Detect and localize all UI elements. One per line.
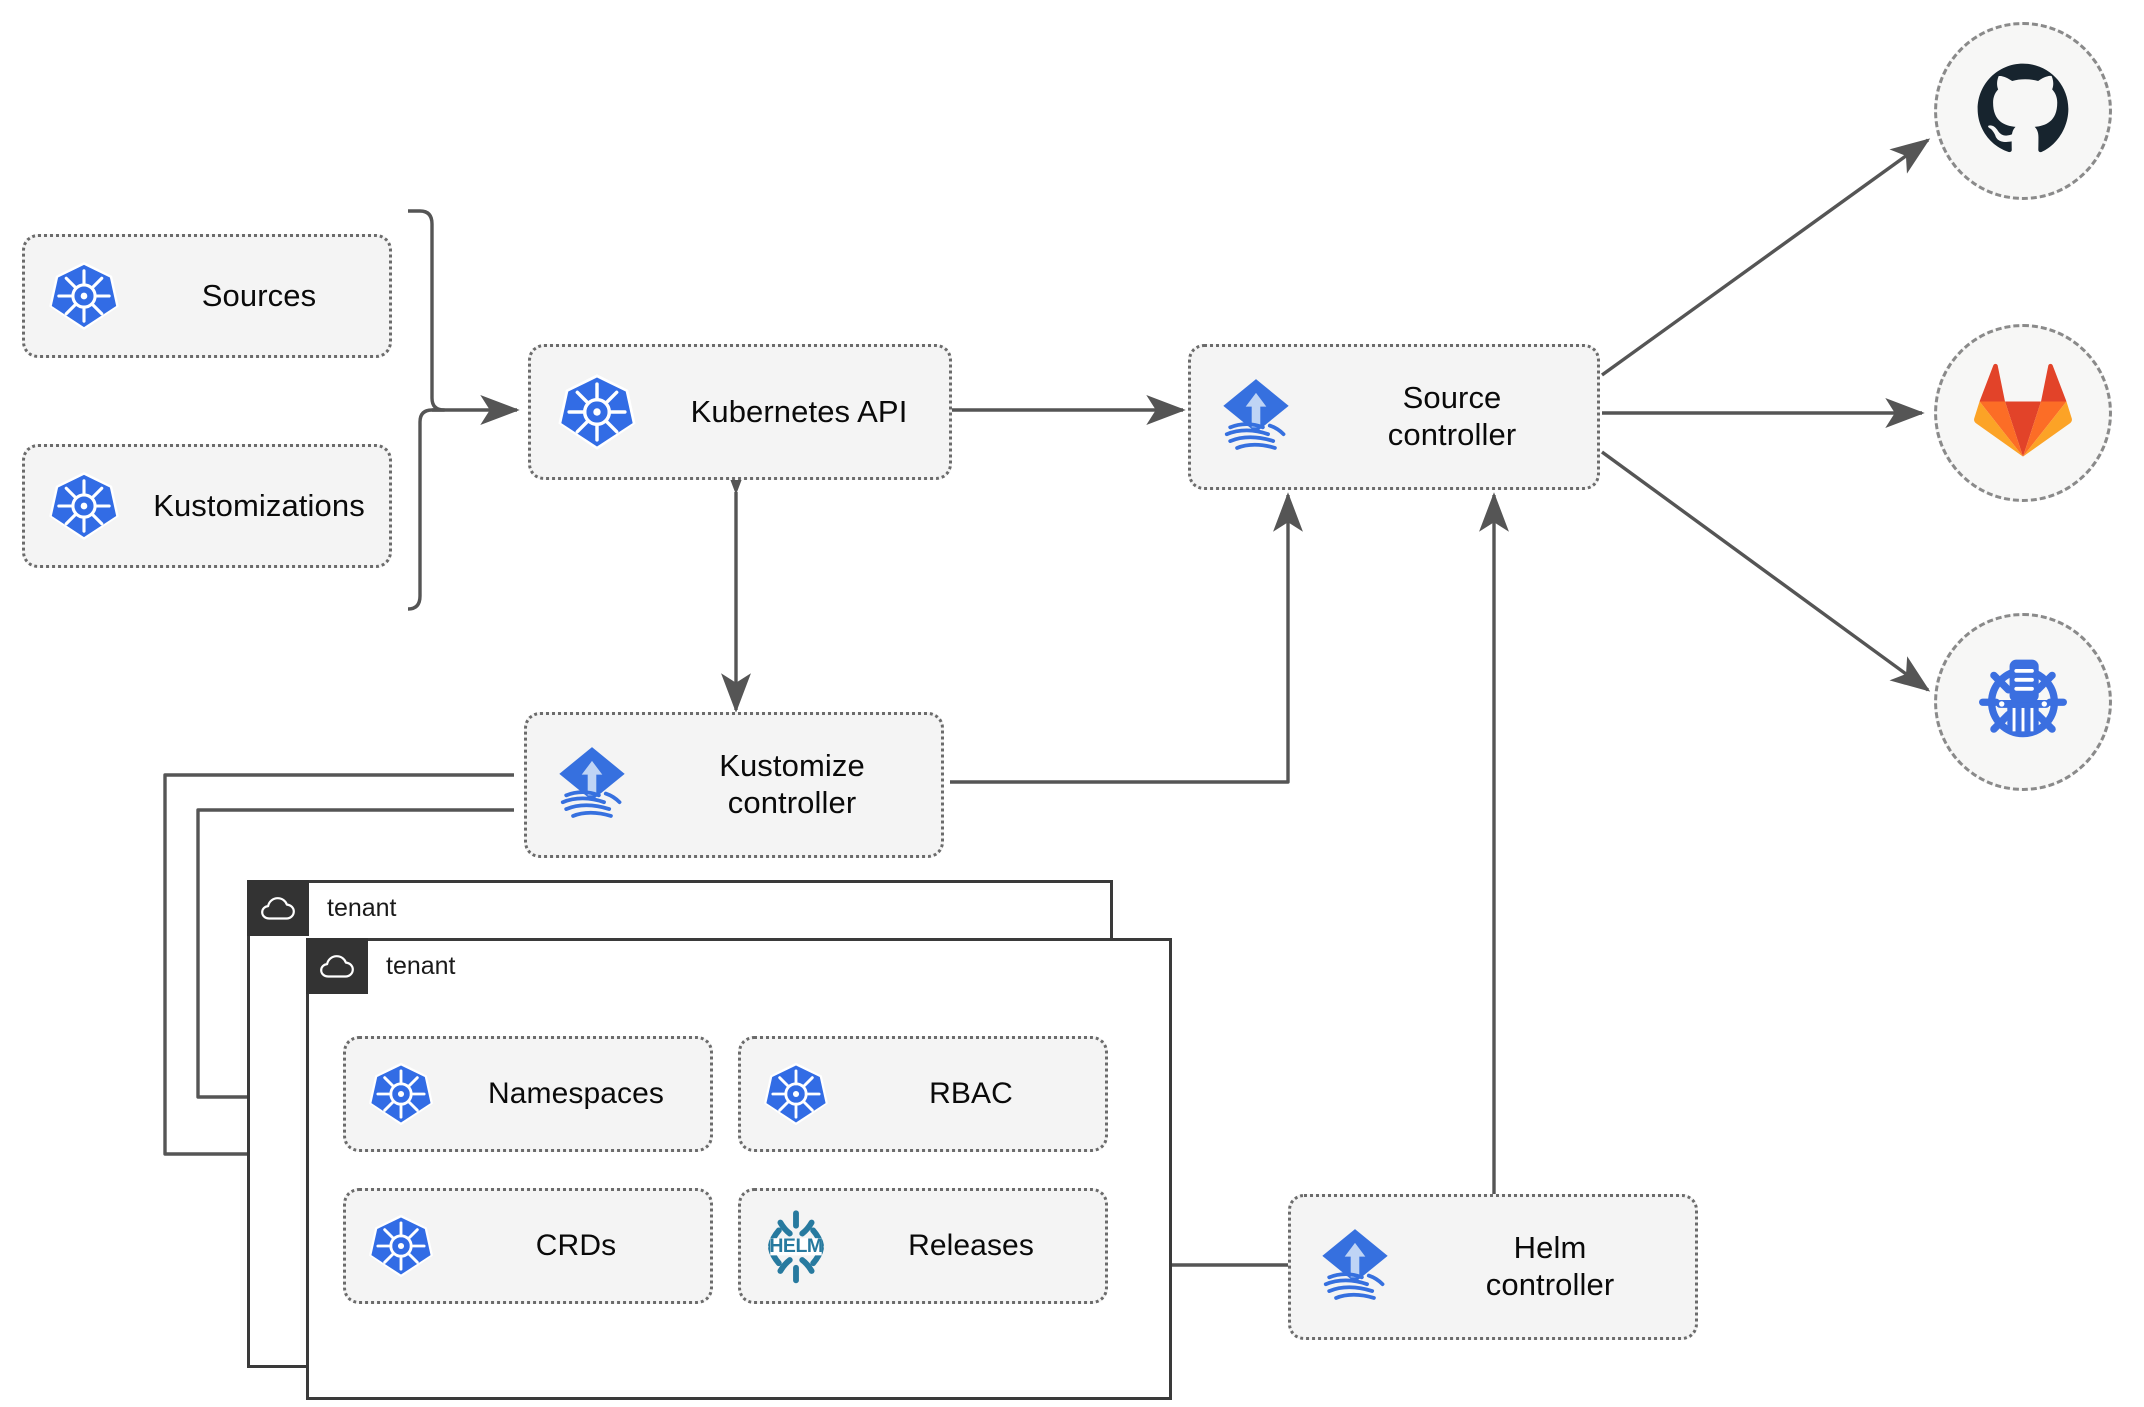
connector-source-to-github (1601, 138, 1931, 377)
helm-repository-icon (1967, 644, 2079, 761)
node-label: Source controller (1387, 380, 1517, 452)
node-releases[interactable]: HELM Releases (738, 1188, 1108, 1304)
cloud-icon (247, 880, 309, 936)
provider-github[interactable] (1934, 22, 2112, 200)
node-kustomizations[interactable]: Kustomizations (22, 444, 392, 568)
tenant-tab-back: tenant (247, 880, 397, 936)
node-label: Namespaces (487, 1077, 665, 1111)
flux-icon (527, 742, 657, 828)
node-label: Sources (201, 277, 317, 313)
tenant-container-front[interactable]: tenant (306, 938, 1172, 1400)
node-source-controller[interactable]: Source controller (1188, 344, 1600, 490)
svg-text:HELM: HELM (769, 1235, 822, 1257)
kubernetes-icon (741, 1060, 851, 1128)
kubernetes-icon (346, 1060, 456, 1128)
node-label: Kustomize controller (719, 748, 865, 820)
tenant-label: tenant (386, 952, 456, 980)
node-crds[interactable]: CRDs (343, 1188, 713, 1304)
node-label: Kubernetes API (690, 393, 908, 429)
kubernetes-icon (25, 259, 143, 333)
node-label: Helm controller (1485, 1230, 1615, 1302)
node-label: Kustomizations (153, 487, 365, 523)
node-sources[interactable]: Sources (22, 234, 392, 358)
kubernetes-icon (346, 1212, 456, 1280)
kubernetes-icon (25, 469, 143, 543)
connector-kustomize-to-source-controller (950, 492, 1303, 784)
tenant-tab-front: tenant (306, 938, 456, 994)
node-kubernetes-api[interactable]: Kubernetes API (528, 344, 952, 480)
cloud-icon (306, 938, 368, 994)
provider-helm-repository[interactable] (1934, 613, 2112, 791)
node-rbac[interactable]: RBAC (738, 1036, 1108, 1152)
tenant-label: tenant (327, 894, 397, 922)
connector-source-to-helm-repository (1600, 450, 1931, 692)
node-helm-controller[interactable]: Helm controller (1288, 1194, 1698, 1340)
connector-bracket (407, 209, 446, 611)
kubernetes-icon (531, 371, 663, 453)
gitlab-icon (1970, 361, 2076, 466)
node-label: RBAC (929, 1077, 1013, 1111)
flux-icon (1291, 1224, 1419, 1310)
helm-icon: HELM (741, 1207, 851, 1285)
flux-icon (1191, 374, 1321, 460)
node-label: Releases (908, 1229, 1034, 1263)
node-kustomize-controller[interactable]: Kustomize controller (524, 712, 944, 858)
node-namespaces[interactable]: Namespaces (343, 1036, 713, 1152)
node-label: CRDs (535, 1229, 617, 1263)
github-icon (1969, 55, 2077, 168)
provider-gitlab[interactable] (1934, 324, 2112, 502)
